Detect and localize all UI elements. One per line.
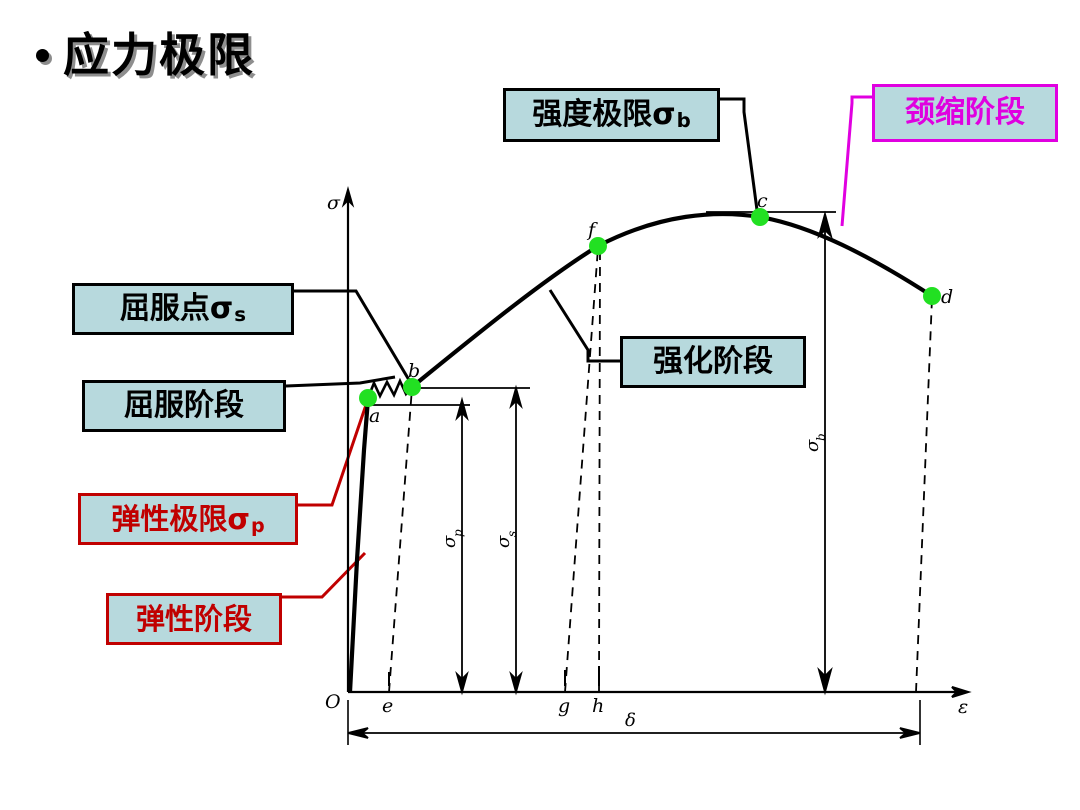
leader-lines-black: [285, 97, 759, 388]
dim-label-sigma-b: σ: [802, 439, 823, 452]
dim-arrow-sigma-s-head-top: [509, 384, 523, 410]
dimension-arrows: [347, 210, 921, 745]
marker-point-f: [589, 237, 607, 255]
point-label-c: c: [757, 190, 768, 212]
bullet-dot-icon: [36, 48, 49, 62]
dim-label-delta: δ: [625, 710, 636, 731]
callout-subscript: p: [250, 513, 265, 537]
tick-label-g: g: [558, 695, 570, 717]
x-axis-label: ε: [958, 696, 968, 718]
point-label-b: b: [408, 360, 420, 382]
tick-label-h: h: [592, 695, 604, 717]
dashed-line-e-b: [388, 387, 413, 693]
leader-lines-red: [282, 398, 370, 599]
callout-hardening-stage[interactable]: 强化阶段: [620, 336, 806, 388]
dim-label-sigma-s: σ: [493, 535, 514, 548]
callout-elastic-stage-label: 弹性阶段: [135, 601, 252, 636]
callout-subscript: b: [676, 109, 691, 133]
leader-yield-point: [294, 289, 414, 386]
dashed-projection-lines: [388, 247, 933, 693]
leader-elastic-limit: [298, 398, 370, 507]
curve-point-labels: a b f c d: [369, 190, 953, 427]
y-axis-label: σ: [327, 192, 341, 214]
dashed-line-d-axis: [915, 297, 933, 693]
title-text: 应力极限: [63, 28, 255, 82]
dashed-line-g-f: [564, 247, 599, 693]
dim-arrow-sigma-b-head-bottom: [817, 666, 833, 696]
callout-strength-limit-label: 强度极限σ: [532, 97, 676, 132]
x-axis-ticks: [388, 666, 600, 686]
dimension-labels: σ p σ s σ b δ: [439, 433, 828, 731]
dim-arrow-sigma-s-head-bottom: [509, 670, 523, 696]
callout-subscript: s: [234, 303, 247, 327]
callout-hardening-stage-label: 强化阶段: [653, 344, 773, 379]
dim-label-sigma-b-sub: b: [814, 433, 828, 441]
page-title: 应力极限: [36, 32, 255, 78]
dim-arrow-sigma-p-head-bottom: [455, 670, 469, 696]
curve-group: [347, 211, 934, 693]
curve-elastic-segment: [347, 398, 371, 693]
dim-label-sigma-p-sub: p: [451, 529, 465, 537]
leader-hardening-stage: [548, 289, 620, 363]
dim-arrow-sigma-b-head-top: [817, 210, 833, 240]
marker-point-c: [751, 208, 769, 226]
dim-arrow-delta-head-left: [347, 727, 369, 739]
callout-yield-stage[interactable]: 屈服阶段: [82, 380, 286, 432]
callout-necking-stage-label: 颈缩阶段: [905, 95, 1025, 130]
curve-markers: [359, 208, 941, 407]
point-label-f: f: [586, 219, 598, 241]
leader-line-magenta: [840, 95, 872, 227]
point-label-d: d: [941, 286, 953, 308]
y-axis-arrow: [341, 185, 355, 208]
callout-yield-point-label: 屈服点σ: [119, 291, 234, 326]
point-label-a: a: [369, 405, 380, 427]
reference-lines: [368, 211, 836, 406]
marker-point-d: [923, 287, 941, 305]
x-axis-arrow: [951, 685, 972, 699]
leader-strength-limit: [720, 97, 759, 211]
leader-necking-stage: [840, 95, 872, 227]
leader-elastic-stage: [282, 551, 367, 599]
callout-elastic-stage[interactable]: 弹性阶段: [106, 593, 282, 645]
marker-point-b: [403, 378, 421, 396]
axes: [341, 185, 972, 699]
dim-arrow-delta-head-right: [899, 727, 921, 739]
callout-yield-stage-label: 屈服阶段: [124, 388, 244, 423]
dim-arrow-sigma-p-head-top: [455, 396, 469, 422]
curve-hardening-necking-segment: [410, 211, 934, 389]
marker-point-a: [359, 389, 377, 407]
callout-elastic-limit-label: 弹性极限σ: [111, 501, 250, 536]
callout-necking-stage[interactable]: 颈缩阶段: [872, 84, 1058, 142]
dim-label-sigma-p: σ: [439, 535, 460, 548]
origin-label: O: [325, 691, 341, 713]
leader-yield-stage: [285, 375, 396, 388]
dim-label-sigma-s-sub: s: [505, 531, 519, 537]
dashed-line-h-f: [598, 247, 601, 693]
tick-label-e: e: [382, 695, 393, 717]
